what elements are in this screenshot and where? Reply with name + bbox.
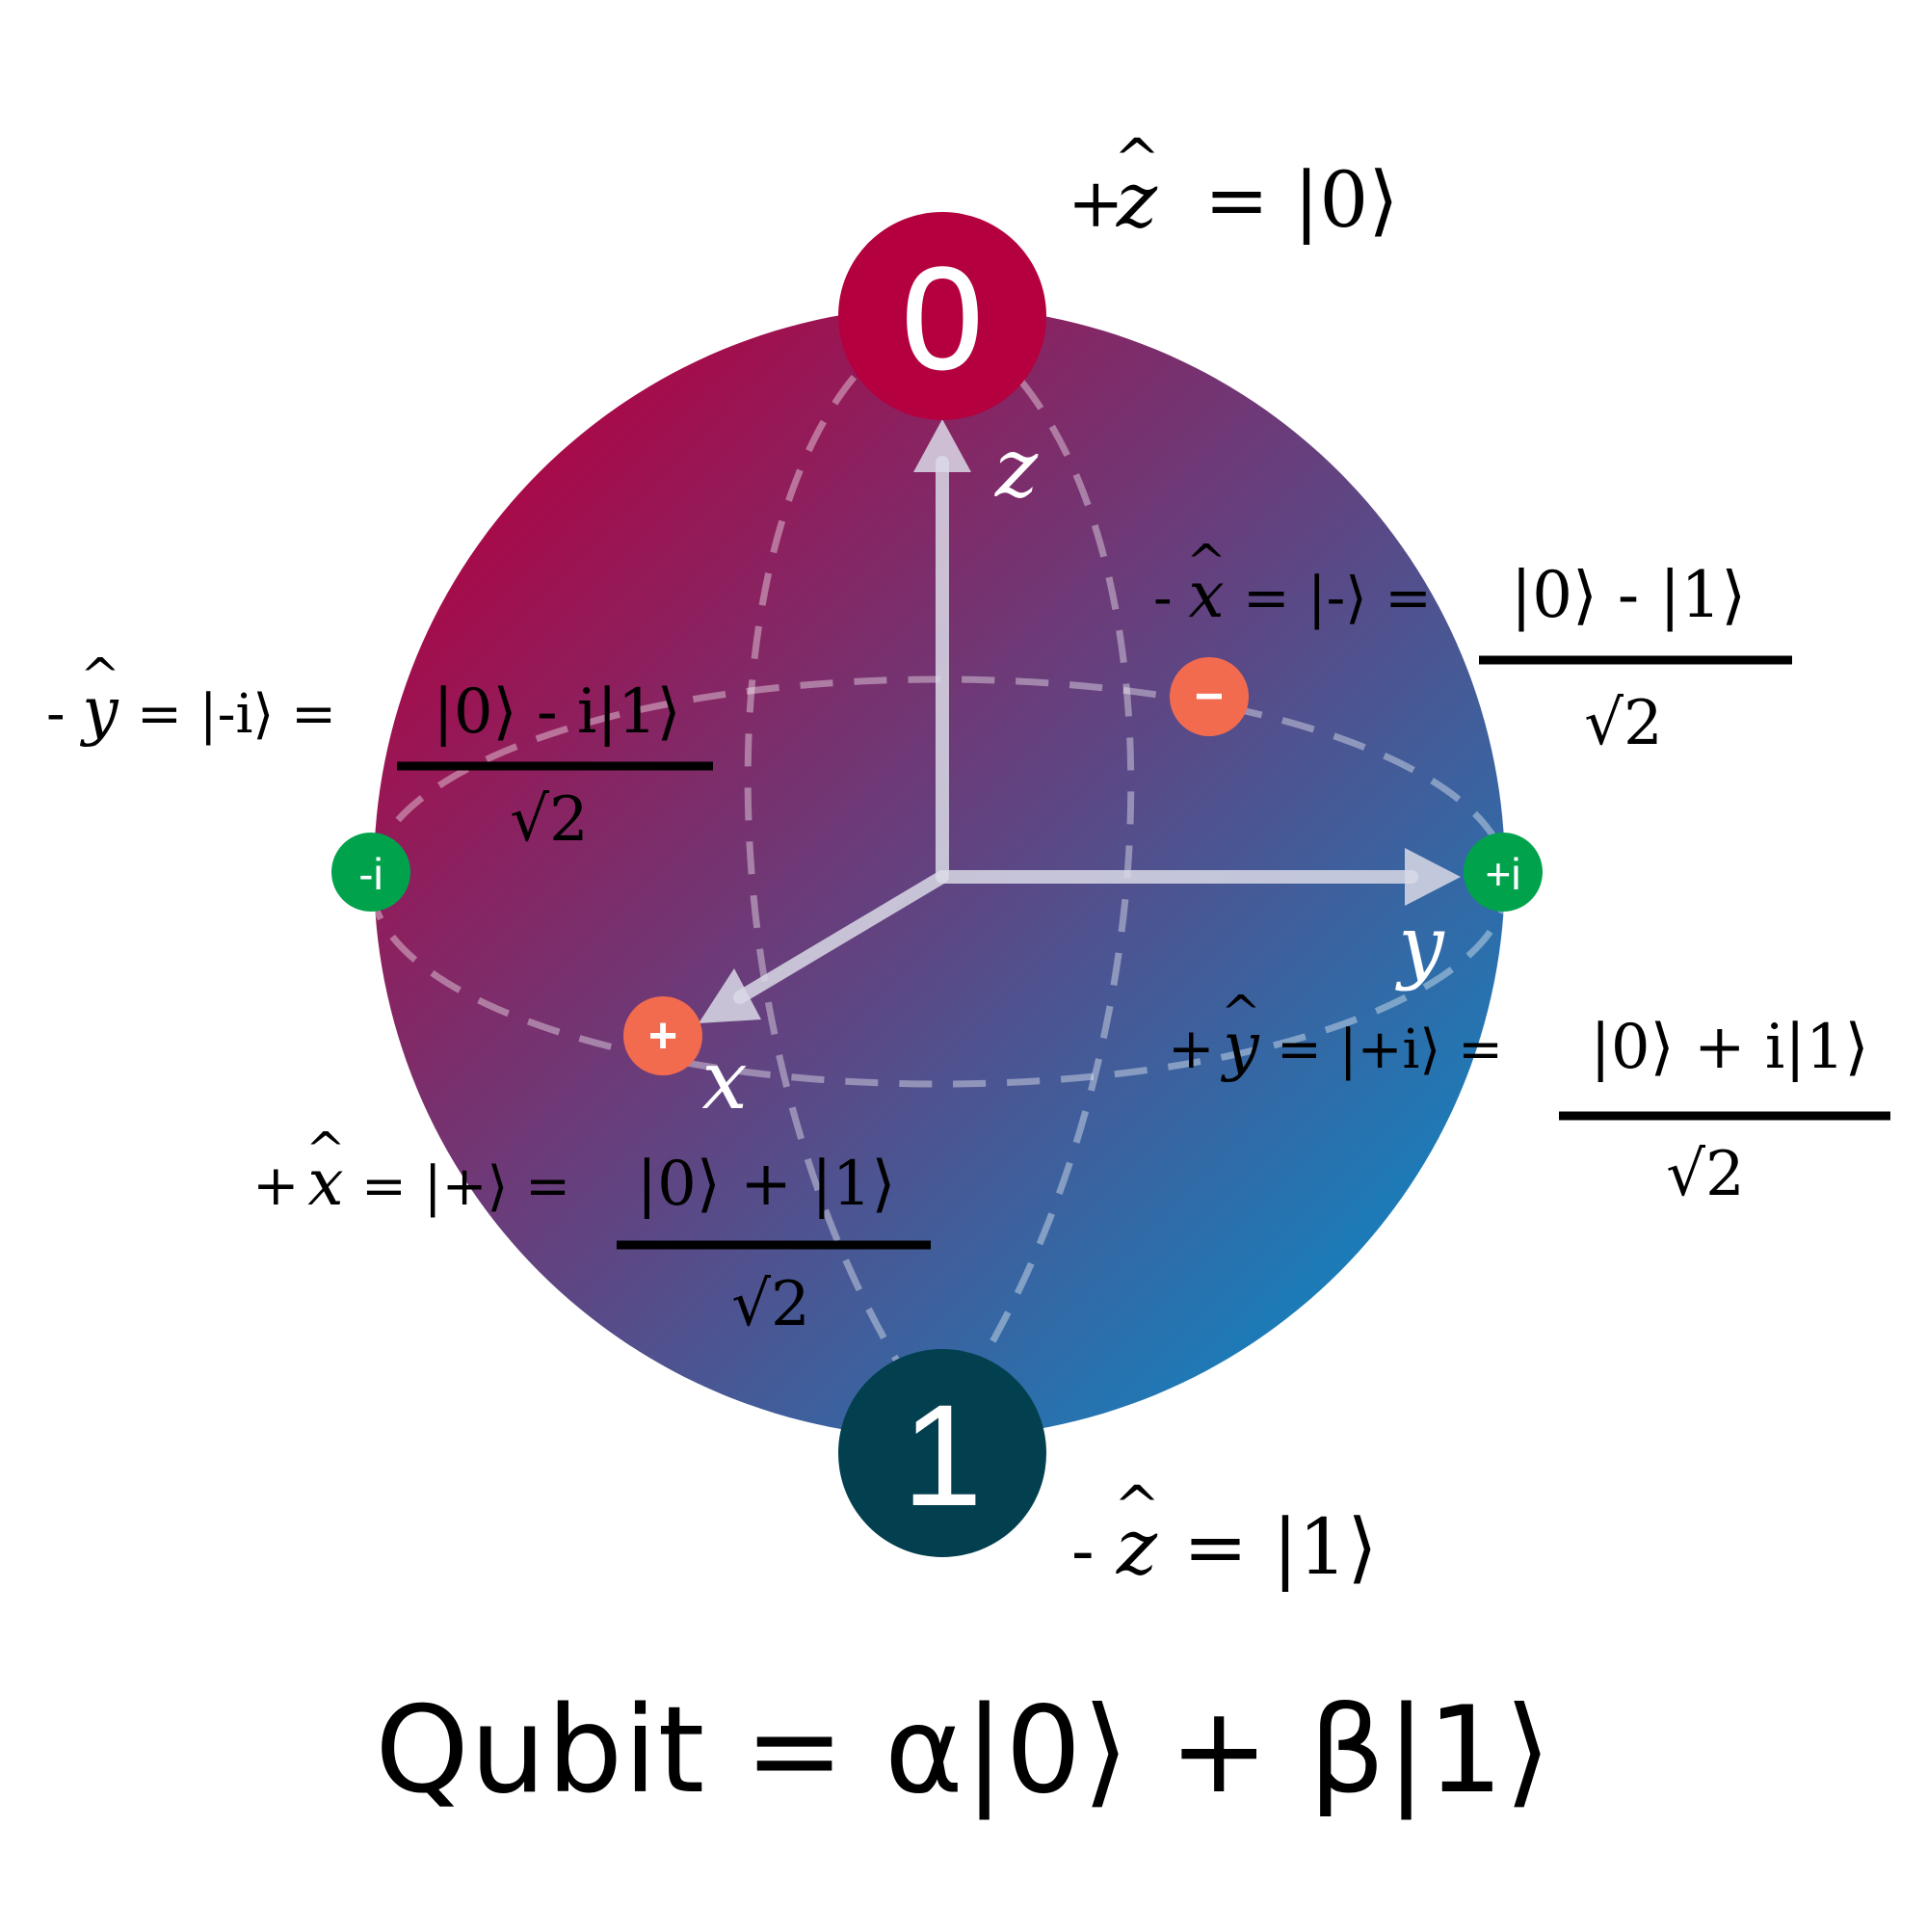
pole-one-circle [838, 1349, 1046, 1557]
minus-y-var: y [79, 674, 119, 748]
plus-x-numerator: |0⟩ + |1⟩ [637, 1149, 896, 1220]
plus-z-rhs: = |0⟩ [1204, 155, 1399, 245]
plus-i-marker: +i [1464, 833, 1543, 912]
minus-y-sign: - [46, 680, 66, 746]
minus-x-var: x [1188, 558, 1224, 632]
plus-x-label: + ^ x = |+⟩ = |0⟩ + |1⟩ √2 [252, 1122, 931, 1340]
plus-y-denominator: √2 [1666, 1139, 1745, 1210]
axes [699, 419, 1461, 1023]
minus-z-label: - ^ z = |1⟩ [1071, 1473, 1378, 1592]
z-axis-label: z [994, 421, 1039, 516]
minus-z-hat: ^ [1114, 1473, 1161, 1539]
y-axis-arrowhead [1405, 848, 1461, 906]
plus-y-hat: ^ [1221, 985, 1261, 1041]
minus-y-hat: ^ [80, 648, 120, 703]
plus-y-sign: + [1168, 1016, 1215, 1081]
minus-x-dot [1170, 657, 1249, 736]
minus-x-hat: ^ [1186, 534, 1227, 590]
x-axis-label: x [701, 1033, 747, 1127]
plus-x-dot [623, 996, 702, 1075]
x-axis-line [733, 870, 949, 1004]
minus-i-symbol: -i [358, 849, 383, 899]
minus-y-numerator: |0⟩ - i|1⟩ [433, 676, 680, 748]
pole-one: 1 [838, 1349, 1046, 1557]
plus-y-numerator: |0⟩ + i|1⟩ [1590, 1012, 1868, 1083]
minus-i-marker: -i [331, 833, 410, 912]
minus-i-dot [331, 833, 410, 912]
minus-x-symbol: − [1195, 669, 1224, 725]
plus-z-hat: ^ [1114, 126, 1161, 192]
z-axis-arrowhead [913, 419, 971, 472]
minus-x-sign: - [1153, 565, 1173, 630]
meridian-left [744, 309, 942, 1429]
plus-z-sign: + [1068, 164, 1124, 243]
pole-zero: 0 [838, 212, 1046, 420]
qubit-equation-title: Qubit = α|0⟩ + β|1⟩ [375, 1681, 1552, 1820]
meridian-right [937, 309, 1135, 1429]
plus-y-var: y [1220, 1009, 1259, 1083]
minus-z-var: z [1116, 1502, 1158, 1592]
pole-one-digit: 1 [902, 1374, 982, 1536]
y-axis-label: y [1394, 898, 1445, 992]
plus-x-denominator: √2 [731, 1269, 810, 1340]
minus-x-numerator: |0⟩ - |1⟩ [1511, 558, 1746, 632]
plus-i-symbol: +i [1485, 849, 1520, 899]
plus-i-dot [1464, 833, 1543, 912]
x-axis-arrowhead [699, 968, 761, 1023]
minus-x-rhs: = |-⟩ = [1243, 565, 1432, 630]
plus-y-rhs: = |+i⟩ = [1277, 1019, 1503, 1081]
plus-x-symbol: + [648, 1008, 677, 1064]
plus-x-marker: + [623, 996, 702, 1075]
minus-x-marker: − [1170, 657, 1249, 736]
plus-y-label: + ^ y = |+i⟩ = |0⟩ + i|1⟩ √2 [1168, 985, 1890, 1210]
plus-x-rhs: = |+⟩ = [361, 1155, 570, 1218]
minus-x-label: - ^ x = |-⟩ = |0⟩ - |1⟩ √2 [1153, 534, 1792, 759]
minus-z-rhs: = |1⟩ [1183, 1502, 1378, 1592]
plus-x-var: x [307, 1146, 343, 1220]
plus-x-hat: ^ [305, 1122, 346, 1178]
plus-z-var: z [1116, 155, 1158, 245]
minus-y-label: - ^ y = |-i⟩ = |0⟩ - i|1⟩ √2 [46, 648, 713, 856]
minus-z-sign: - [1071, 1511, 1095, 1590]
minus-x-denominator: √2 [1584, 688, 1663, 759]
plus-z-label: + ^ z = |0⟩ [1068, 126, 1399, 245]
pole-zero-circle [838, 212, 1046, 420]
pole-zero-digit: 0 [902, 237, 982, 399]
minus-y-denominator: √2 [510, 784, 589, 856]
minus-y-rhs: = |-i⟩ = [137, 683, 336, 746]
plus-x-sign: + [252, 1152, 300, 1218]
